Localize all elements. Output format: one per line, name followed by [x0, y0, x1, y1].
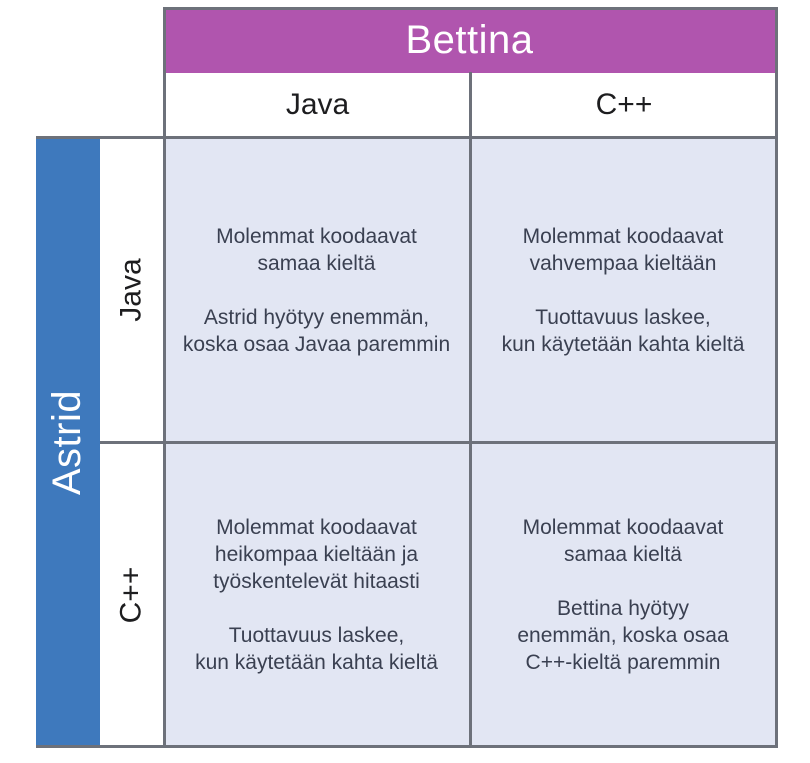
column-player-label: Bettina [405, 17, 534, 62]
column-player-banner: Bettina [163, 7, 776, 73]
cell-cpp-java-paragraph-1: Molemmat koodaavat heikompaa kieltään ja… [213, 515, 420, 593]
cell-java-cpp-paragraph-1: Molemmat koodaavat vahvempaa kieltään [522, 224, 724, 275]
column-header-cpp-label: C++ [595, 87, 653, 121]
cell-cpp-cpp: Molemmat koodaavat samaa kieltä Bettina … [470, 443, 776, 746]
grid-line-top [163, 7, 778, 10]
column-header-cpp: C++ [473, 73, 775, 136]
row-header-java: Java [100, 139, 163, 441]
cell-java-java-paragraph-1: Molemmat koodaavat samaa kieltä [216, 224, 417, 275]
cell-cpp-java: Molemmat koodaavat heikompaa kieltään ja… [163, 443, 470, 746]
cell-java-cpp: Molemmat koodaavat vahvempaa kieltään Tu… [470, 137, 776, 443]
cell-java-cpp-paragraph-2: Tuottavuus laskee, kun käytetään kahta k… [501, 305, 745, 356]
row-header-cpp-label: C++ [114, 566, 148, 623]
grid-line-left [163, 7, 166, 748]
grid-line-bottom [36, 745, 778, 748]
row-player-label: Astrid [45, 389, 90, 495]
row-player-banner: Astrid [36, 139, 100, 745]
row-header-java-label: Java [114, 258, 148, 322]
grid-line-column-divider [469, 72, 472, 748]
cell-cpp-cpp-paragraph-1: Molemmat koodaavat samaa kieltä [522, 515, 724, 566]
grid-line-under-headers [36, 136, 778, 139]
grid-line-right [775, 7, 778, 748]
cell-java-java-paragraph-2: Astrid hyötyy enemmän, koska osaa Javaa … [182, 305, 451, 356]
column-header-java: Java [166, 73, 469, 136]
cell-cpp-cpp-paragraph-2: Bettina hyötyy enemmän, koska osaa C++-k… [517, 596, 729, 674]
cell-java-java: Molemmat koodaavat samaa kieltä Astrid h… [163, 137, 470, 443]
row-header-cpp: C++ [100, 444, 163, 745]
column-header-java-label: Java [285, 87, 350, 121]
cell-cpp-java-paragraph-2: Tuottavuus laskee, kun käytetään kahta k… [195, 623, 438, 674]
grid-line-row-divider [100, 441, 778, 444]
